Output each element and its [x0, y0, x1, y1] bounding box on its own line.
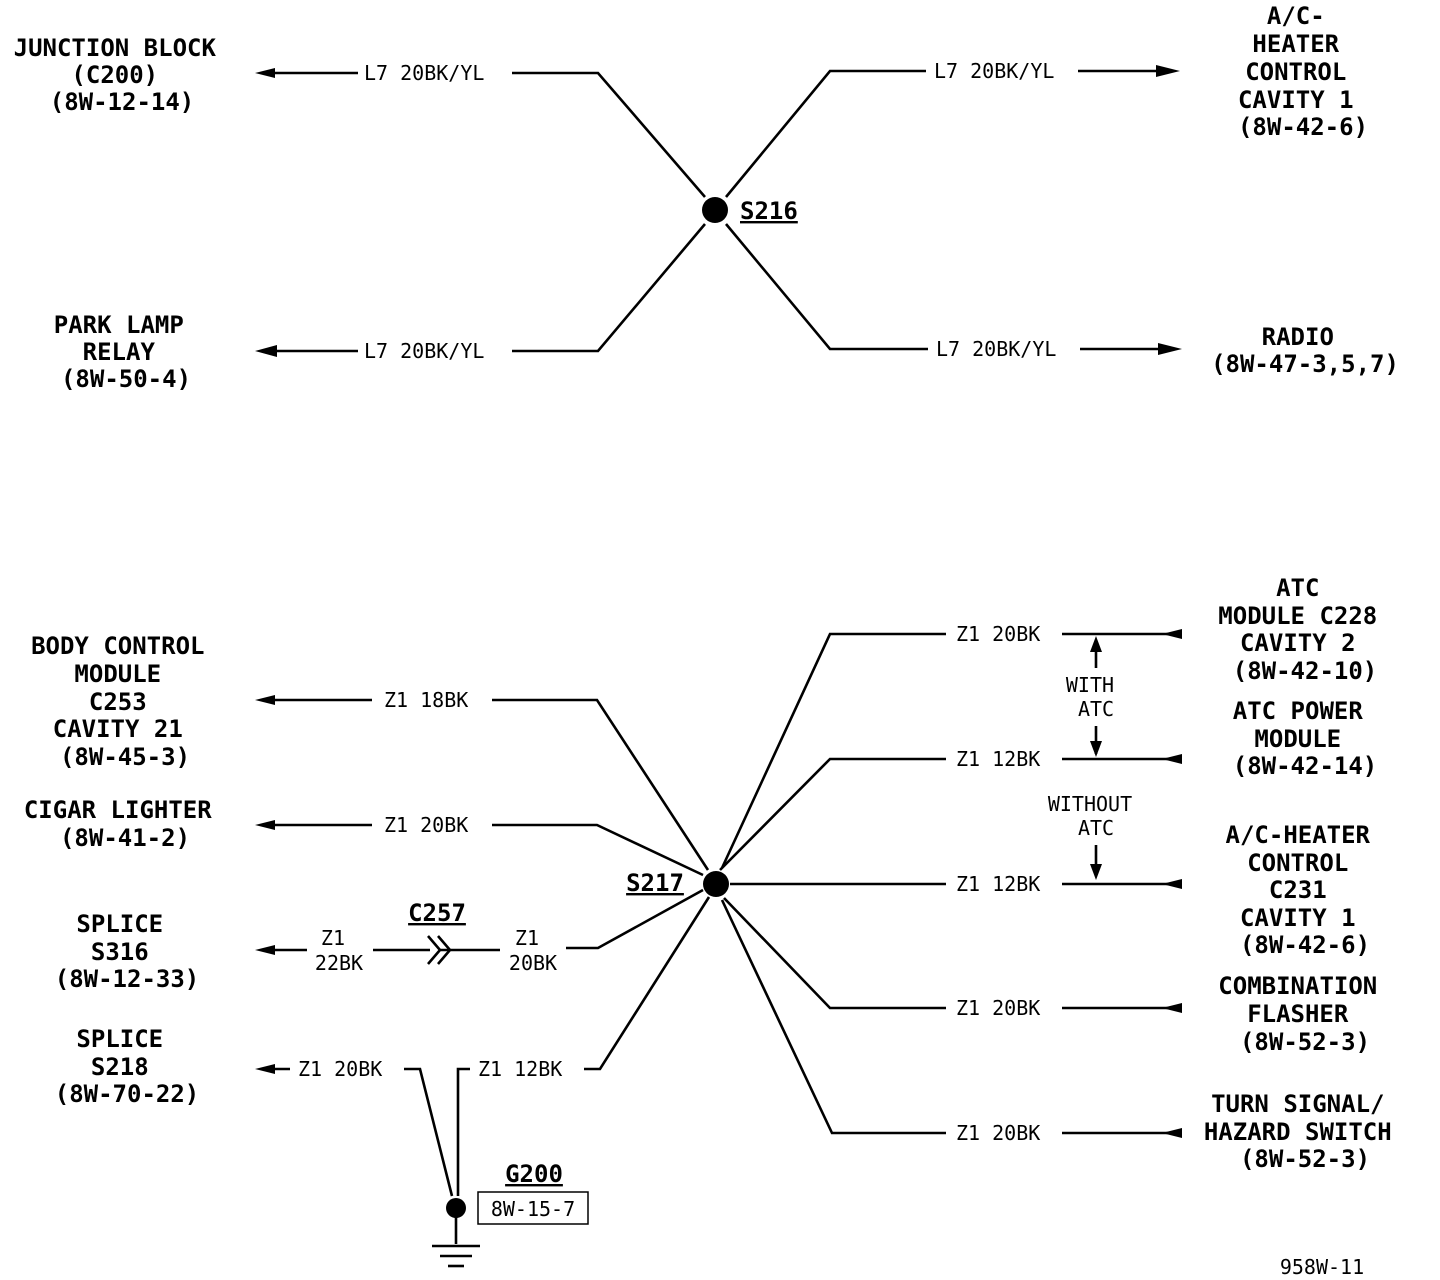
splice-dot-s216 — [702, 197, 728, 223]
wire-segment — [720, 632, 946, 869]
wire-label-s218-left: Z1 20BK — [298, 1057, 382, 1081]
wire-label-flasher: Z1 20BK — [956, 996, 1040, 1020]
wire-segment — [720, 899, 946, 1135]
arrow-left-icon — [1162, 754, 1182, 764]
connector-label-combination-flasher: COMBINATION FLASHER (8W-52-3) — [1218, 972, 1391, 1056]
s217-group: Z1 18BK Z1 20BK Z1 22BK C257 Z1 20BK Z1 … — [24, 574, 1406, 1268]
wire-label-atc-power: Z1 12BK — [956, 747, 1040, 771]
wire-segment — [584, 896, 711, 1071]
arrow-left-icon — [255, 945, 275, 955]
ground-ref-label: 8W-15-7 — [491, 1197, 575, 1221]
arrow-right-icon — [1158, 343, 1182, 355]
connector-label-cigar-lighter: CIGAR LIGHTER (8W-41-2) — [24, 796, 226, 852]
connector-label-park-lamp-relay: PARK LAMP RELAY (8W-50-4) — [54, 311, 199, 393]
connector-label-turn-signal-hazard: TURN SIGNAL/ HAZARD SWITCH (8W-52-3) — [1204, 1090, 1406, 1173]
arrow-left-icon — [1162, 879, 1182, 889]
arrow-left-icon — [255, 68, 275, 78]
s216-group: L7 20BK/YL L7 20BK/YL L7 20BK/YL L7 20BK… — [14, 2, 1399, 393]
figure-id: 958W-11 — [1280, 1255, 1364, 1279]
arrow-left-icon — [1162, 1128, 1182, 1138]
with-atc-indicator: WITH ATC — [1066, 636, 1126, 757]
connector-label-body-control-module: BODY CONTROL MODULE C253 CAVITY 21 (8W-4… — [31, 632, 219, 771]
wire-label-s218-right: Z1 12BK — [478, 1057, 562, 1081]
connector-label-splice-s218: SPLICE S218 (8W-70-22) — [55, 1025, 200, 1108]
connector-label-c257: C257 — [408, 899, 466, 927]
arrow-left-icon — [255, 345, 277, 357]
connector-label-ac-heater-control-c231: A/C-HEATER CONTROL C231 CAVITY 1 (8W-42-… — [1226, 821, 1385, 959]
wire-segment — [724, 69, 926, 198]
arrow-left-icon — [255, 1064, 275, 1074]
arrow-left-icon — [1162, 629, 1182, 639]
wire-label-radio: L7 20BK/YL — [936, 337, 1056, 361]
wire-segment — [512, 223, 706, 353]
wire-label-ac-heater-control: Z1 12BK — [956, 872, 1040, 896]
wire-label-s316-right: Z1 20BK — [509, 926, 557, 975]
without-atc-indicator: WITHOUT ATC — [1048, 792, 1144, 880]
wire-segment — [492, 823, 704, 877]
arrow-left-icon — [1162, 1003, 1182, 1013]
connector-label-atc-module: ATC MODULE C228 CAVITY 2 (8W-42-10) — [1218, 574, 1391, 685]
without-atc-note: WITHOUT ATC — [1048, 792, 1144, 840]
ground-icon — [432, 1244, 480, 1268]
splice-dot-s217 — [703, 871, 729, 897]
wire-segment — [566, 888, 704, 950]
arrow-left-icon — [255, 695, 275, 705]
ground-ref-box — [477, 1191, 589, 1225]
arrow-right-icon — [1156, 65, 1180, 77]
connector-label-splice-s316: SPLICE S316 (8W-12-33) — [55, 910, 200, 993]
with-atc-note: WITH ATC — [1066, 673, 1126, 721]
wire-segment — [456, 1067, 470, 1196]
wire-segment — [725, 223, 928, 351]
ground-label-g200: G200 — [505, 1160, 563, 1188]
connector-label-radio: RADIO (8W-47-3,5,7) — [1211, 323, 1399, 378]
wire-label-turn-signal: Z1 20BK — [956, 1121, 1040, 1145]
wire-label-ac-heater: L7 20BK/YL — [934, 59, 1054, 83]
wire-label-park-lamp: L7 20BK/YL — [364, 339, 484, 363]
wire-label-cigar-lighter: Z1 20BK — [384, 813, 468, 837]
wire-segment — [492, 698, 710, 871]
connector-label-ac-heater-control: A/C- HEATER CONTROL CAVITY 1 (8W-42-6) — [1238, 2, 1368, 141]
arrow-left-icon — [255, 820, 275, 830]
wire-segment — [404, 1067, 454, 1197]
wire-segment — [723, 897, 946, 1010]
connector-label-atc-power-module: ATC POWER MODULE (8W-42-14) — [1233, 697, 1378, 780]
connector-label-junction-block: JUNCTION BLOCK (C200) (8W-12-14) — [14, 34, 231, 116]
wire-label-junction-block: L7 20BK/YL — [364, 61, 484, 85]
wire-segment — [512, 71, 706, 198]
splice-label-s217: S217 — [626, 869, 684, 897]
splice-label-s216: S216 — [740, 197, 798, 225]
wire-label-s316-left: Z1 22BK — [315, 926, 363, 975]
wire-label-bcm: Z1 18BK — [384, 688, 468, 712]
wire-label-atc-module: Z1 20BK — [956, 622, 1040, 646]
wire-segment — [719, 757, 946, 871]
